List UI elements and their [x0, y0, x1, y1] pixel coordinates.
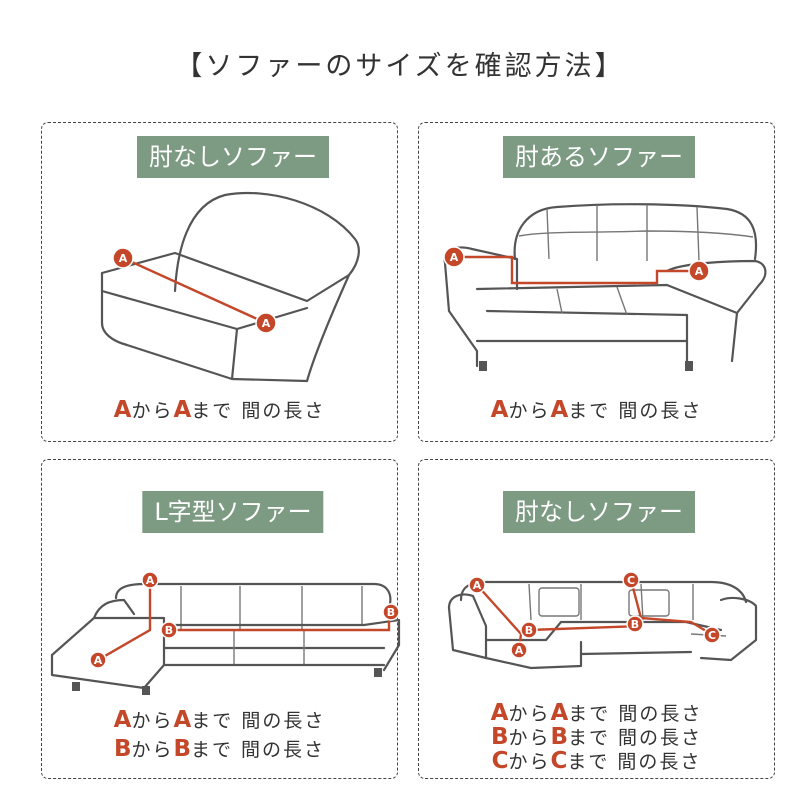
marker-a-start: A — [443, 246, 465, 268]
marker-c-start: C — [622, 571, 640, 589]
marker-a-end: A — [510, 641, 528, 659]
measure-caption: AからAまで 間の長さ — [113, 397, 326, 423]
svg-text:A: A — [515, 644, 524, 657]
svg-text:B: B — [387, 606, 395, 619]
panel-armless-sofa: 肘なしソファー A A AからAまで 間の長さ — [41, 122, 398, 442]
marker-b-start: B — [160, 621, 178, 639]
marker-a-end: A — [89, 651, 107, 669]
sofa-type-tag: 肘なしソファー — [503, 491, 695, 533]
arm-sofa-illustration: A A — [443, 203, 767, 371]
svg-text:B: B — [165, 624, 173, 637]
marker-a-end: A — [255, 312, 277, 334]
svg-text:A: A — [119, 252, 128, 265]
marker-a-start: A — [141, 571, 159, 589]
panel-arm-sofa: 肘あるソファー A A AからAまで 間の長さ — [418, 122, 775, 442]
marker-a-start: A — [112, 247, 134, 269]
measure-caption: BからBまで 間の長さ — [490, 724, 703, 750]
svg-text:B: B — [525, 624, 533, 637]
measure-caption: AからAまで 間の長さ — [113, 707, 326, 733]
marker-b-end: B — [626, 615, 644, 633]
svg-text:A: A — [146, 574, 155, 587]
marker-a-start: A — [468, 576, 486, 594]
svg-text:A: A — [450, 251, 459, 264]
svg-text:B: B — [631, 618, 639, 631]
marker-b-start: B — [520, 621, 538, 639]
marker-a-end: A — [688, 260, 710, 282]
marker-b-end: B — [382, 603, 400, 621]
sofa-type-tag: 肘あるソファー — [503, 136, 695, 178]
measure-caption: CからCまで 間の長さ — [491, 748, 702, 774]
sofa-type-tag: 肘なしソファー — [137, 136, 329, 178]
l-shaped-sofa-illustration: A A B B — [50, 571, 401, 695]
svg-text:C: C — [627, 574, 635, 587]
measure-caption: BからBまで 間の長さ — [113, 736, 326, 762]
marker-c-end: C — [703, 626, 721, 644]
panel-u-shaped-sofa: 肘なしソファー A A B B C — [418, 459, 775, 779]
svg-text:A: A — [473, 579, 482, 592]
armless-sofa-illustration: A A — [100, 191, 360, 383]
svg-text:A: A — [94, 654, 103, 667]
measure-caption: AからAまで 間の長さ — [490, 397, 703, 423]
u-shaped-sofa-illustration: A A B B C C — [447, 571, 758, 670]
sofa-type-tag: L字型ソファー — [142, 491, 324, 533]
svg-text:A: A — [695, 265, 704, 278]
page-title: 【ソファーのサイズを確認方法】 — [175, 51, 625, 82]
svg-text:C: C — [708, 629, 716, 642]
measure-caption: AからAまで 間の長さ — [490, 700, 703, 726]
svg-text:A: A — [262, 317, 271, 330]
panel-l-shaped-sofa: L字型ソファー A A B B AからAまで 間の — [41, 459, 401, 779]
